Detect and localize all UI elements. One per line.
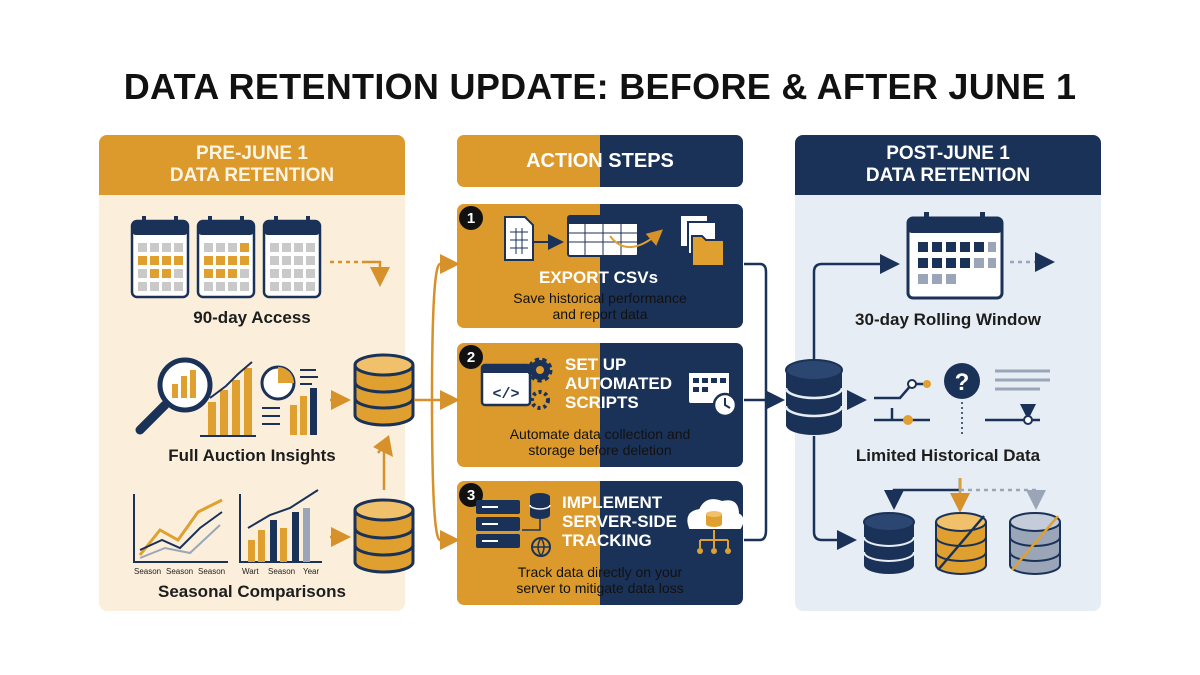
connector: [414, 254, 460, 550]
database-icon: [522, 493, 551, 531]
calendar-icon: [262, 216, 322, 299]
step1-desc-line2: and report data: [552, 306, 648, 322]
database-icon: [1009, 512, 1061, 575]
step1-title-line: EXPORT CSVs: [539, 268, 659, 287]
code-icon: </>: [480, 363, 532, 407]
database-icon: [863, 512, 915, 574]
database-icon: [935, 512, 987, 575]
chart-tick: Season: [268, 567, 295, 576]
step3-title: IMPLEMENT SERVER-SIDE TRACKING: [562, 493, 677, 550]
pre-heading-line1: PRE-JUNE 1: [196, 143, 308, 164]
chart-tick: Season: [198, 567, 225, 576]
pie-chart-icon: [260, 365, 318, 435]
post-heading-line1: POST-JUNE 1: [886, 143, 1010, 164]
timeline-icon: [874, 379, 931, 425]
step2-title-line2: AUTOMATED: [565, 374, 673, 393]
step3-description: Track data directly on your server to mi…: [457, 564, 743, 596]
connector: [812, 254, 900, 550]
pre-item-seasonal: Seasonal Comparisons: [157, 582, 346, 601]
spreadsheet-icon: [504, 215, 664, 261]
step1-desc-line1: Save historical performance: [513, 290, 687, 306]
post-panel-heading: POST-JUNE 1 DATA RETENTION: [795, 135, 1101, 195]
action-steps-heading: ACTION STEPS: [457, 135, 743, 187]
connector: [744, 262, 785, 542]
step3-title-line3: TRACKING: [562, 531, 652, 550]
magnifier-icon: [135, 357, 213, 435]
step-number-1: 1: [459, 206, 483, 230]
arrow-icon: [330, 260, 390, 287]
step3-desc-line1: Track data directly on your: [517, 564, 683, 580]
post-item-limited: Limited Historical Data: [855, 446, 1041, 465]
step3-title-line1: IMPLEMENT: [562, 493, 663, 512]
globe-icon: [531, 537, 551, 558]
step3-desc-line2: server to mitigate data loss: [516, 580, 684, 596]
list-icon: [985, 369, 1050, 425]
step2-title-line3: SCRIPTS: [565, 393, 639, 412]
step2-desc-line1: Automate data collection and: [509, 426, 691, 442]
calendar-icon: [196, 216, 256, 299]
gear-icon: [527, 357, 553, 410]
server-icon: [476, 500, 520, 548]
step2-title: SET UP AUTOMATED SCRIPTS: [565, 355, 672, 412]
folder-icon: [679, 214, 725, 267]
pre-item-auction: Full Auction Insights: [168, 446, 336, 465]
step3-title-line2: SERVER-SIDE: [562, 512, 677, 531]
step2-description: Automate data collection and storage bef…: [457, 426, 743, 458]
database-icon: [353, 498, 415, 574]
chart-tick: Season: [166, 567, 193, 576]
database-icon: [784, 359, 844, 435]
cloud-icon: [687, 499, 744, 554]
chart-tick: Season: [134, 567, 161, 576]
pre-panel-heading: PRE-JUNE 1 DATA RETENTION: [99, 135, 405, 195]
svg-text:?: ?: [955, 369, 970, 396]
line-chart-icon: Season Season Season: [133, 494, 228, 576]
step1-title: EXPORT CSVs: [539, 268, 658, 287]
calendar-icon: [130, 216, 190, 299]
connector: [884, 478, 1046, 513]
step-number-2: 2: [459, 345, 483, 369]
pre-heading-line2: DATA RETENTION: [169, 165, 335, 186]
arrow-icon: [378, 445, 390, 490]
calendar-icon: [906, 212, 1004, 300]
page-title: DATA RETENTION UPDATE: BEFORE & AFTER JU…: [123, 66, 1077, 107]
post-item-30-day: 30-day Rolling Window: [855, 310, 1041, 329]
pre-item-90-day: 90-day Access: [193, 308, 311, 327]
question-icon: ?: [944, 363, 980, 436]
database-icon: [353, 353, 415, 427]
svg-text:</>: </>: [492, 386, 519, 403]
calendar-icon: [687, 363, 731, 405]
chart-tick: Wart: [242, 567, 259, 576]
chart-tick: Year: [303, 567, 320, 576]
step1-description: Save historical performance and report d…: [457, 290, 743, 322]
clock-icon: [712, 392, 738, 418]
bar-chart-icon: Wart Season Year: [239, 489, 322, 576]
step2-title-line1: SET UP: [565, 355, 627, 374]
step2-desc-line2: storage before deletion: [528, 442, 672, 458]
action-steps-label: ACTION STEPS: [526, 149, 674, 172]
bar-chart-icon: [200, 361, 256, 437]
post-heading-line2: DATA RETENTION: [865, 165, 1031, 186]
